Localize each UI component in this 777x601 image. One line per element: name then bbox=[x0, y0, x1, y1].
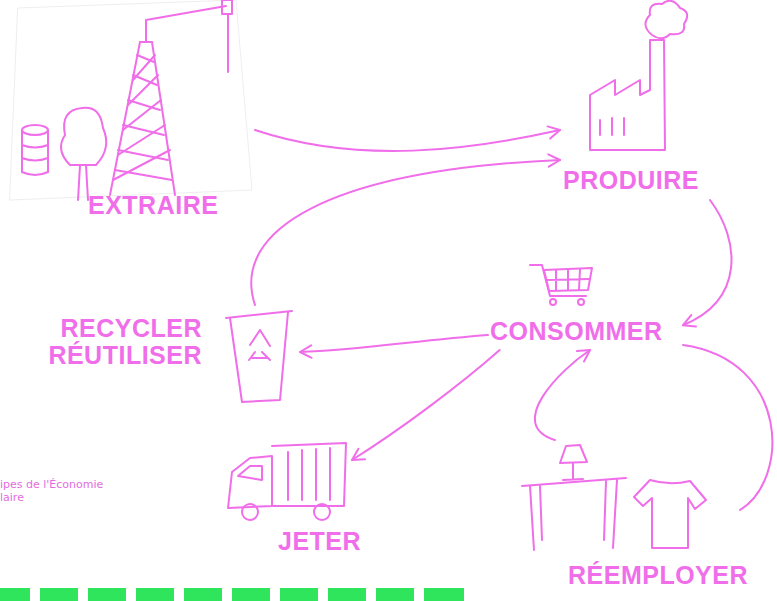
oil-derrick-drawing bbox=[110, 0, 232, 195]
flow-arrow bbox=[251, 154, 560, 305]
cycle-step: PRODUIRE bbox=[560, 0, 725, 200]
flow-arrow bbox=[535, 350, 590, 440]
arrow-head bbox=[548, 126, 561, 138]
flow-arrow bbox=[683, 200, 732, 327]
cycle-step: CONSOMMER bbox=[488, 258, 683, 350]
step-label: JETER bbox=[278, 528, 361, 555]
flow-arrow bbox=[255, 126, 560, 151]
step-label: EXTRAIRE bbox=[88, 192, 218, 219]
cycle-step: JETER bbox=[222, 440, 352, 562]
barrel-drawing bbox=[22, 125, 48, 175]
step-label: RECYCLER RÉUTILISER bbox=[40, 315, 202, 369]
arrow-head bbox=[548, 154, 560, 166]
arrow-head bbox=[300, 345, 312, 357]
flow-line bbox=[683, 200, 732, 325]
arrow-head bbox=[577, 350, 590, 362]
flow-arrow bbox=[683, 345, 772, 510]
cycle-step: RECYCLER RÉUTILISER bbox=[40, 305, 300, 405]
footer-note: ipes de l'Économie bbox=[0, 479, 103, 491]
photo-frame bbox=[10, 0, 252, 200]
flow-arrow bbox=[352, 350, 500, 460]
green-banner-fragment bbox=[0, 588, 464, 601]
step-label: RÉEMPLOYER bbox=[568, 562, 748, 589]
flow-line bbox=[352, 350, 500, 460]
flow-arrow bbox=[300, 335, 488, 358]
flow-line bbox=[251, 160, 560, 305]
factory-drawing bbox=[590, 1, 687, 150]
step-label: CONSOMMER bbox=[490, 318, 663, 345]
shirt-drawing bbox=[634, 480, 706, 548]
flow-line bbox=[300, 335, 488, 352]
furniture-drawing bbox=[522, 445, 626, 550]
cycle-step: EXTRAIRE bbox=[10, 0, 255, 225]
cycle-step: RÉEMPLOYER bbox=[515, 440, 740, 598]
flow-line bbox=[255, 130, 560, 151]
garbage-truck-drawing bbox=[228, 443, 346, 520]
cart-drawing bbox=[530, 265, 592, 305]
footer-note: laire bbox=[0, 492, 24, 504]
flow-line bbox=[535, 350, 590, 440]
arrow-head bbox=[352, 449, 365, 460]
arrow-head bbox=[683, 315, 696, 327]
flow-line bbox=[683, 345, 772, 510]
tree-drawing bbox=[61, 108, 106, 200]
recycle-bin-drawing bbox=[226, 311, 292, 402]
step-label: PRODUIRE bbox=[563, 167, 699, 194]
